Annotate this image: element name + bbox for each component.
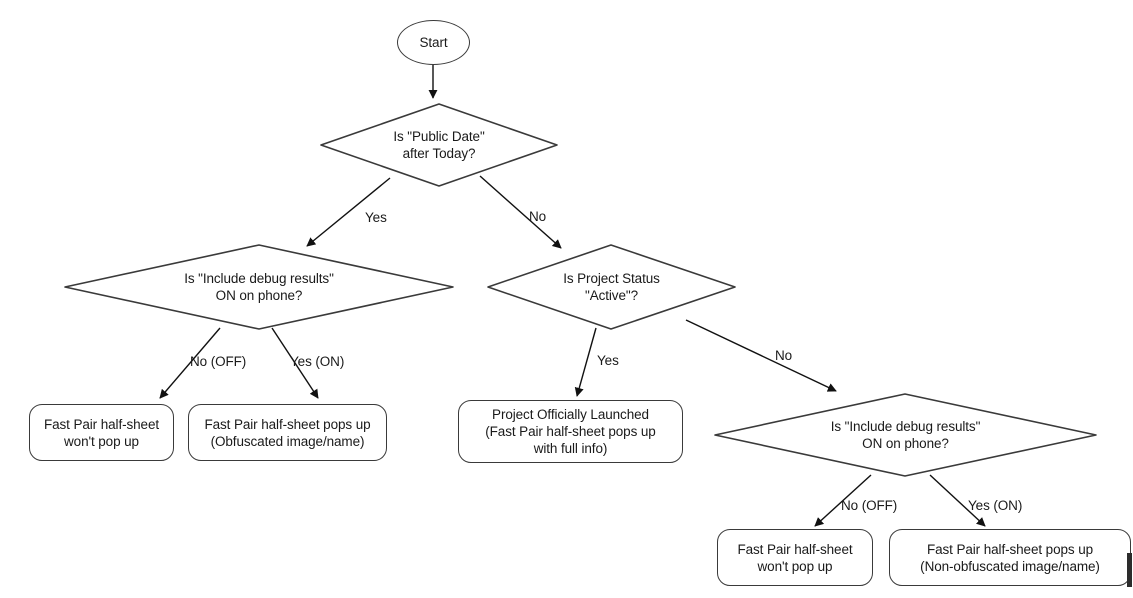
node-project-status-label: Is Project Status "Active"? — [563, 271, 660, 303]
edge-label-debug-left-no: No (OFF) — [190, 354, 247, 369]
node-start-label: Start — [419, 35, 448, 50]
node-officially-launched-label: Project Officially Launched (Fast Pair h… — [485, 407, 656, 456]
node-obfuscated-popup[interactable]: Fast Pair half-sheet pops up (Obfuscated… — [188, 404, 387, 461]
node-public-date-decision[interactable]: Is "Public Date" after Today? — [317, 101, 561, 189]
edge-label-project-status-yes: Yes — [597, 353, 619, 368]
edge-label-debug-left-yes: Yes (ON) — [290, 354, 345, 369]
node-start[interactable]: Start — [397, 20, 470, 65]
edge-label-public-date-no: No — [529, 209, 547, 224]
node-no-popup-right[interactable]: Fast Pair half-sheet won't pop up — [717, 529, 873, 586]
edge-project-status-yes — [574, 327, 597, 397]
node-no-popup-left[interactable]: Fast Pair half-sheet won't pop up — [29, 404, 174, 461]
node-public-date-label: Is "Public Date" after Today? — [393, 129, 485, 161]
node-obfuscated-popup-label: Fast Pair half-sheet pops up (Obfuscated… — [204, 416, 371, 449]
page-edge-artifact — [1127, 553, 1132, 587]
node-debug-left-label: Is "Include debug results" ON on phone? — [184, 271, 334, 303]
node-project-status-decision[interactable]: Is Project Status "Active"? — [484, 242, 739, 332]
node-debug-right-decision[interactable]: Is "Include debug results" ON on phone? — [711, 391, 1100, 479]
node-no-popup-left-label: Fast Pair half-sheet won't pop up — [43, 416, 160, 449]
node-debug-left-decision[interactable]: Is "Include debug results" ON on phone? — [61, 242, 457, 332]
edge-label-debug-right-no: No (OFF) — [841, 498, 898, 513]
node-officially-launched[interactable]: Project Officially Launched (Fast Pair h… — [458, 400, 683, 463]
edge-label-project-status-no: No — [775, 348, 793, 363]
diamond-shape — [484, 242, 739, 332]
diamond-shape — [317, 101, 561, 189]
node-debug-right-label: Is "Include debug results" ON on phone? — [830, 419, 981, 451]
node-non-obfuscated-popup[interactable]: Fast Pair half-sheet pops up (Non-obfusc… — [889, 529, 1131, 586]
edge-label-debug-right-yes: Yes (ON) — [968, 498, 1023, 513]
node-non-obfuscated-popup-label: Fast Pair half-sheet pops up (Non-obfusc… — [920, 541, 1100, 574]
edge-label-public-date-yes: Yes — [365, 210, 387, 225]
diamond-shape — [711, 391, 1100, 479]
node-no-popup-right-label: Fast Pair half-sheet won't pop up — [737, 541, 853, 574]
diamond-shape — [61, 242, 457, 332]
